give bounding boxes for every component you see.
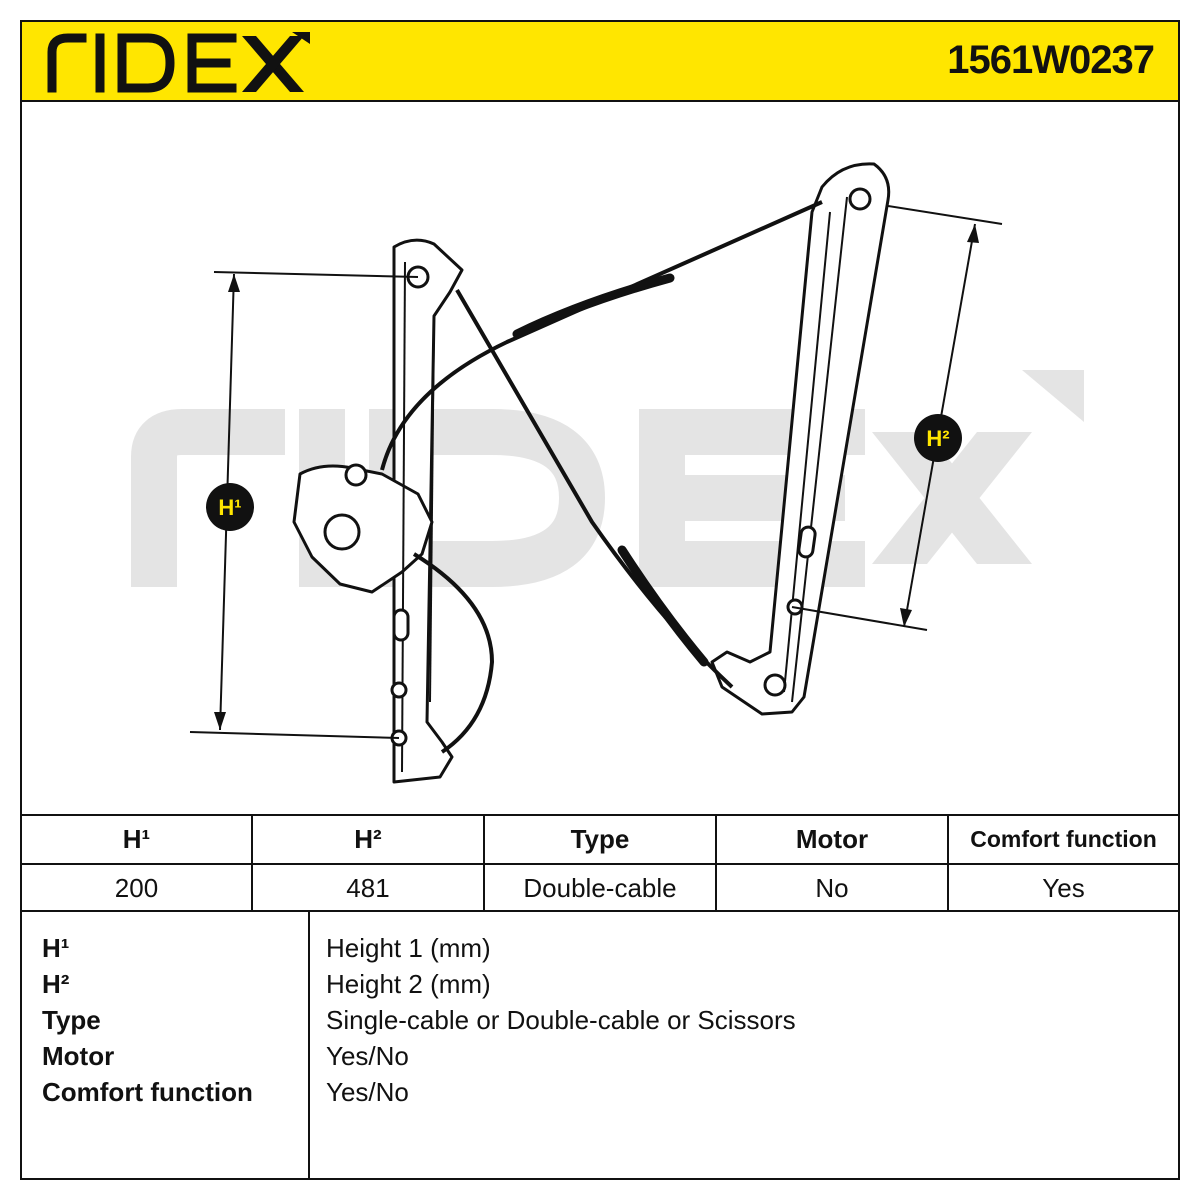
h1-badge-circle <box>206 483 254 531</box>
header-h1: H¹ <box>22 816 253 863</box>
window-regulator-drawing: H¹ H² <box>131 162 1084 784</box>
watermark-x-tip <box>1022 370 1084 422</box>
hole-right-2 <box>763 673 787 697</box>
legend-keys: H¹ H² Type Motor Comfort function <box>42 930 253 1110</box>
legend-def-type: Single-cable or Double-cable or Scissors <box>326 1005 796 1035</box>
header-type: Type <box>485 816 717 863</box>
ridex-logo <box>47 32 310 93</box>
part-number: 1561W0237 <box>947 38 1155 82</box>
cable-sleeve-upper <box>512 273 675 339</box>
value-type: Double-cable <box>485 865 717 912</box>
pulley-right-top <box>848 187 872 211</box>
spec-table-value-row: 200 481 Double-cable No Yes <box>22 865 1178 912</box>
product-sheet: 1561W0237 <box>20 20 1180 1180</box>
header-bar: 1561W0237 <box>22 22 1178 102</box>
legend-key-comfort-function: Comfort function <box>42 1077 253 1107</box>
spec-table-header-row: H¹ H² Type Motor Comfort function <box>22 816 1178 865</box>
legend-def-motor: Yes/No <box>326 1041 409 1071</box>
legend-key-h2: H² <box>42 969 70 999</box>
header-comfort-function: Comfort function <box>970 826 1157 852</box>
legend-def-h2: Height 2 (mm) <box>326 969 491 999</box>
value-motor: No <box>717 865 949 912</box>
h2-badge: H² <box>926 426 949 451</box>
header-motor: Motor <box>717 816 949 863</box>
cable-sleeve-lower <box>617 545 709 667</box>
legend-key-h1: H¹ <box>42 933 70 963</box>
value-comfort-function: Yes <box>1042 873 1085 903</box>
header-h2: H² <box>253 816 485 863</box>
slot-right <box>797 525 817 559</box>
legend-def-comfort-function: Yes/No <box>326 1077 409 1107</box>
h1-badge: H¹ <box>218 495 241 520</box>
watermark-x-b <box>872 432 1032 564</box>
cable-motor-to-bottom <box>412 552 495 754</box>
value-h2: 481 <box>253 865 485 912</box>
value-h1: 200 <box>22 865 253 912</box>
legend-def-h1: Height 1 (mm) <box>326 933 491 963</box>
h2-badge-circle <box>914 414 962 462</box>
spec-table: H¹ H² Type Motor Comfort function 200 48… <box>22 814 1178 912</box>
motor-mount <box>344 463 368 487</box>
legend: H¹ H² Type Motor Comfort function Height… <box>22 912 1178 1178</box>
legend-divider <box>308 912 310 1178</box>
right-rail <box>710 162 891 716</box>
drive-spindle <box>323 513 361 551</box>
legend-key-motor: Motor <box>42 1041 115 1071</box>
watermark-logo <box>131 409 865 587</box>
legend-key-type: Type <box>42 1005 101 1035</box>
hole-left-1 <box>390 681 408 699</box>
slot-left <box>392 608 410 642</box>
legend-definitions: Height 1 (mm) Height 2 (mm) Single-cable… <box>326 930 796 1110</box>
